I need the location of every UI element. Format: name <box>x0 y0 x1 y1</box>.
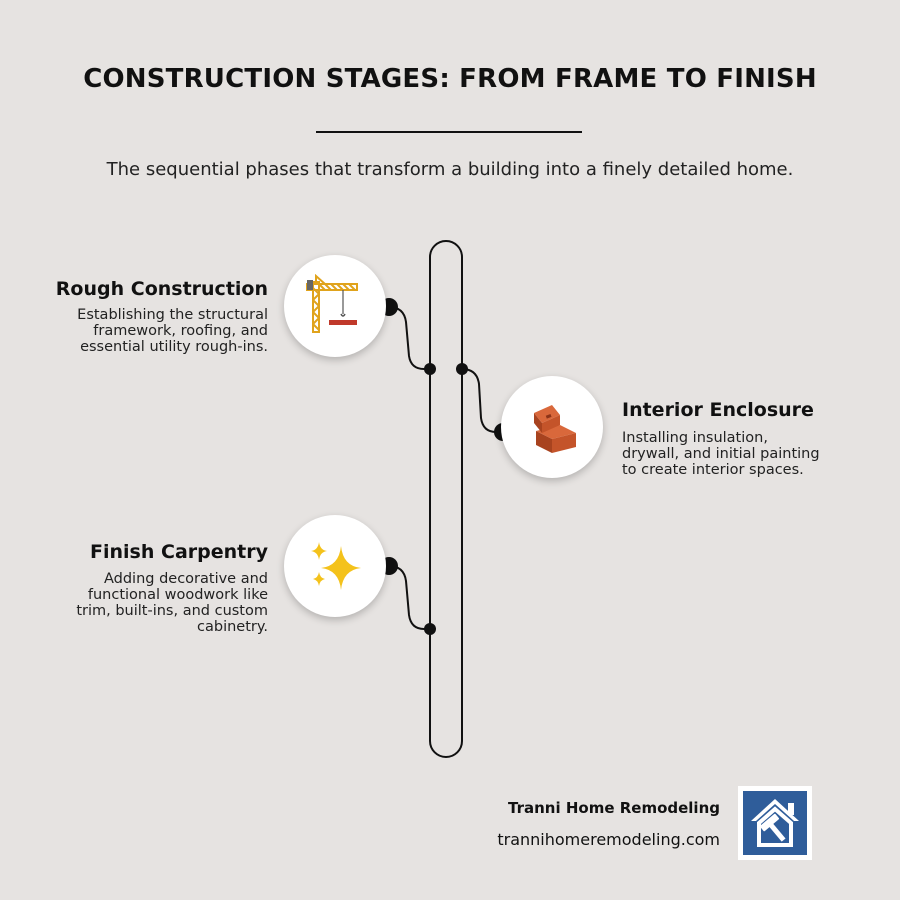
stage-title: Rough Construction <box>55 278 268 300</box>
stage-icon-circle <box>284 255 386 357</box>
sparkles-icon <box>311 542 361 590</box>
brand-url[interactable]: trannihomeremodeling.com <box>497 830 720 849</box>
page-subtitle: The sequential phases that transform a b… <box>106 159 794 180</box>
junction-finish <box>424 623 436 635</box>
house-hammer-icon <box>751 799 799 847</box>
stage-description: Installing insulation, drywall, and init… <box>622 430 820 478</box>
stage-icon-circle <box>501 376 603 478</box>
stage-description: Establishing the structural framework, r… <box>77 307 268 355</box>
connector-rough <box>388 306 430 370</box>
stage-title: Interior Enclosure <box>622 399 814 421</box>
title-divider <box>316 131 582 133</box>
junction-interior <box>456 363 468 375</box>
junction-rough <box>424 363 436 375</box>
page-title: CONSTRUCTION STAGES: FROM FRAME TO FINIS… <box>83 64 817 94</box>
brand-logo <box>738 786 812 860</box>
bricks-icon <box>534 405 576 453</box>
stage-title: Finish Carpentry <box>90 541 268 563</box>
crane-icon <box>306 274 358 333</box>
stage-description: Adding decorative and functional woodwor… <box>76 571 268 635</box>
stage-icon-circle <box>284 515 386 617</box>
connector-finish <box>388 565 430 630</box>
connector-interior <box>461 368 503 433</box>
brand-name: Tranni Home Remodeling <box>508 799 720 817</box>
timeline-track <box>429 240 463 758</box>
